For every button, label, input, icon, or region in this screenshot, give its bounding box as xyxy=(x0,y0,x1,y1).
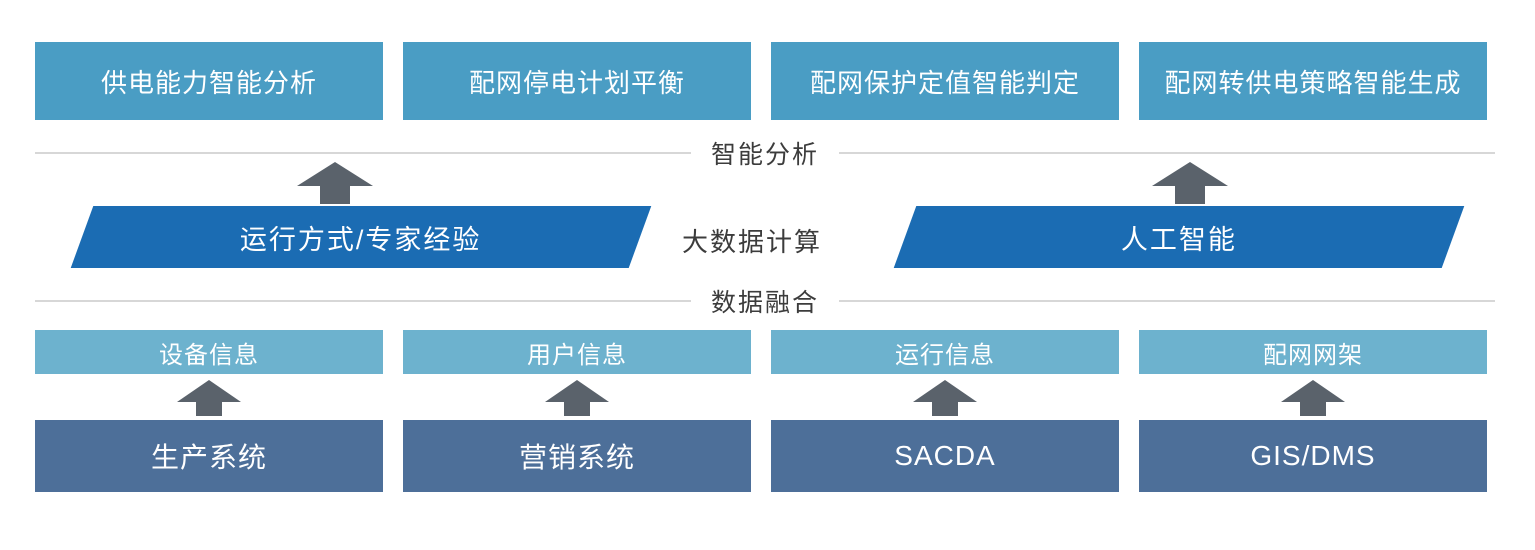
system-box-marketing: 营销系统 xyxy=(403,420,751,492)
system-box-gis-dms: GIS/DMS xyxy=(1139,420,1487,492)
up-arrow-icon xyxy=(297,162,373,204)
computing-layer-label: 大数据计算 xyxy=(681,227,823,257)
system-box-sacda: SACDA xyxy=(771,420,1119,492)
divider-line-right xyxy=(839,300,1496,302)
arrow-stem xyxy=(1300,402,1326,416)
arrow-head xyxy=(545,380,609,402)
arrow-stem xyxy=(196,402,222,416)
info-bar-equipment: 设备信息 xyxy=(35,330,383,374)
arrow-stem xyxy=(320,186,350,204)
up-arrow-icon xyxy=(545,380,609,416)
arrow-head xyxy=(297,162,373,186)
app-box-power-supply-analysis: 供电能力智能分析 xyxy=(35,42,383,120)
up-arrow-icon xyxy=(1281,380,1345,416)
up-arrow-icon xyxy=(1152,162,1228,204)
engine-label: 人工智能 xyxy=(1121,224,1237,255)
arrow-head xyxy=(1281,380,1345,402)
fusion-layer-divider: 数据融合 xyxy=(35,286,1496,317)
engine-artificial-intelligence: 人工智能 xyxy=(893,206,1465,268)
analysis-layer-label: 智能分析 xyxy=(711,141,820,169)
fusion-layer-label: 数据融合 xyxy=(711,289,820,317)
arrow-stem xyxy=(564,402,590,416)
system-box-production: 生产系统 xyxy=(35,420,383,492)
arrow-head xyxy=(177,380,241,402)
divider-line-left xyxy=(35,300,691,302)
engine-operation-experience: 运行方式/专家经验 xyxy=(70,206,652,268)
arrow-head xyxy=(913,380,977,402)
arrow-head xyxy=(1152,162,1228,186)
up-arrow-icon xyxy=(177,380,241,416)
arrow-stem xyxy=(932,402,958,416)
app-box-protection-setting: 配网保护定值智能判定 xyxy=(771,42,1119,120)
info-bar-operation: 运行信息 xyxy=(771,330,1119,374)
info-bar-user: 用户信息 xyxy=(403,330,751,374)
up-arrow-icon xyxy=(913,380,977,416)
divider-line-right xyxy=(839,152,1496,154)
divider-line-left xyxy=(35,152,691,154)
arrow-stem xyxy=(1175,186,1205,204)
app-box-outage-plan-balance: 配网停电计划平衡 xyxy=(403,42,751,120)
app-box-transfer-strategy: 配网转供电策略智能生成 xyxy=(1139,42,1487,120)
engine-label: 运行方式/专家经验 xyxy=(240,224,482,255)
analysis-layer-divider: 智能分析 xyxy=(35,138,1496,169)
info-bar-grid-frame: 配网网架 xyxy=(1139,330,1487,374)
